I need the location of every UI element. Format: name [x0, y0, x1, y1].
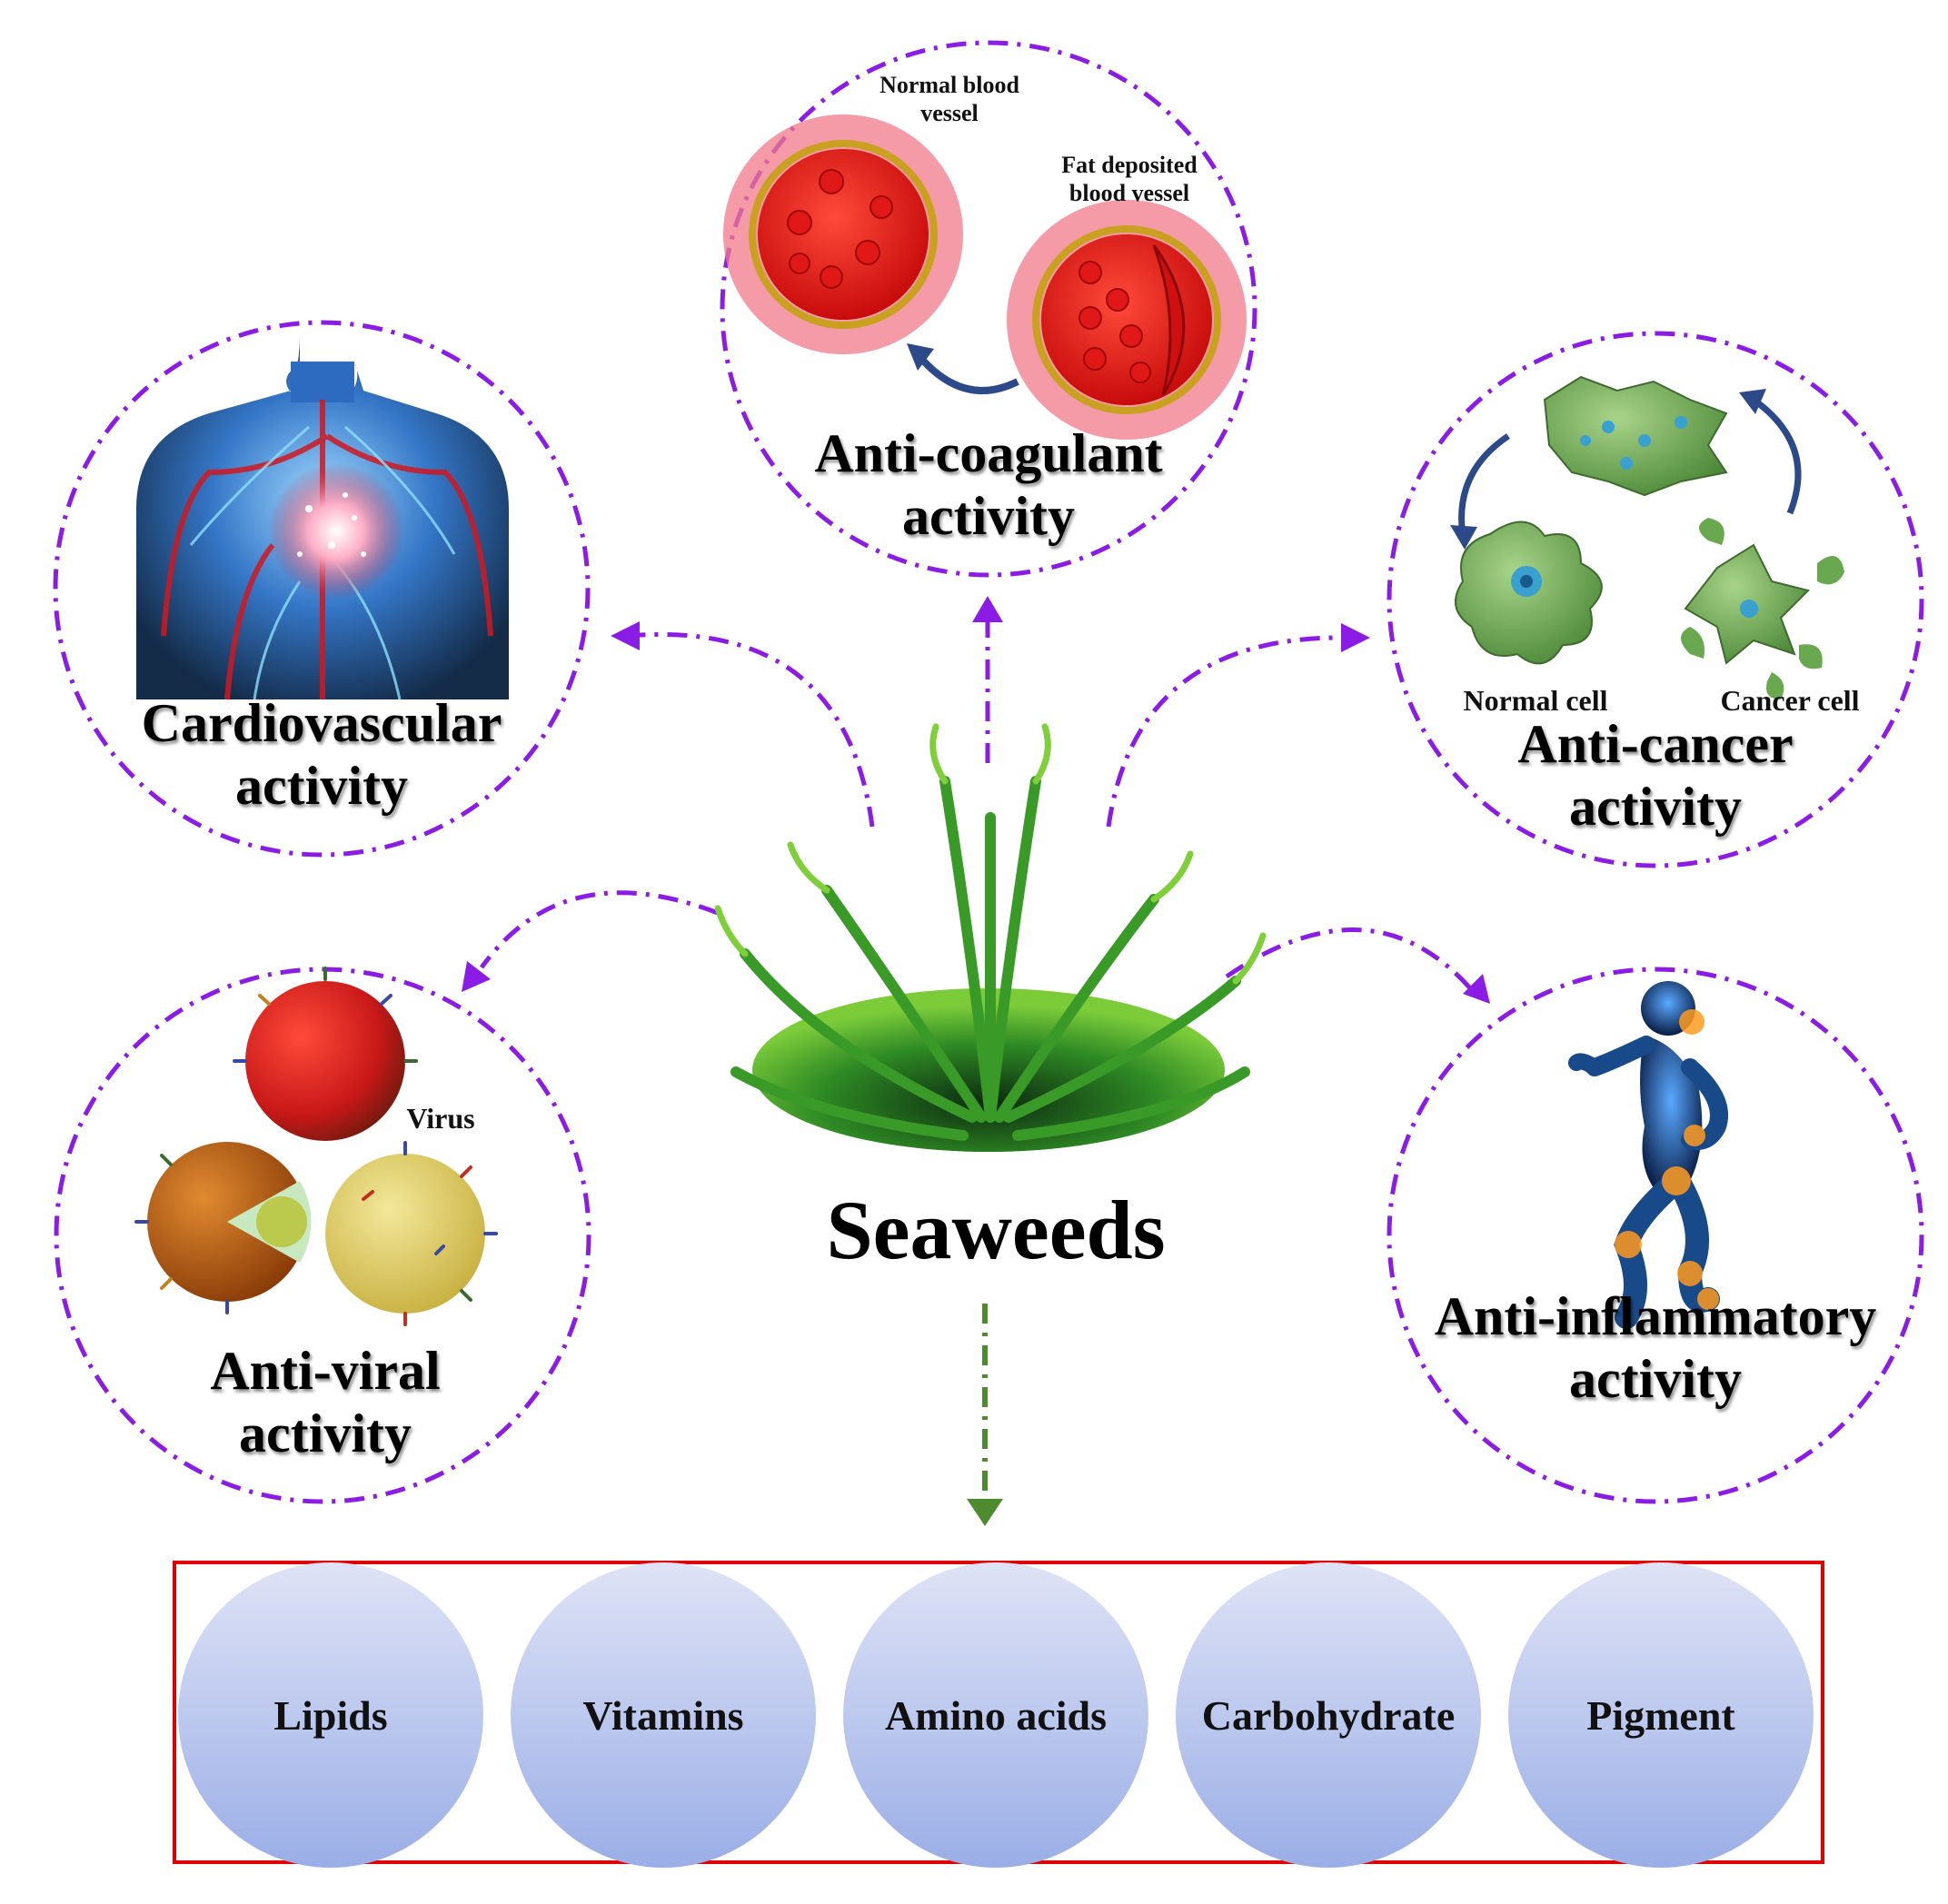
anticoagulant-illustration — [723, 114, 1247, 440]
antiviral-label-line1: Anti-viral — [210, 1341, 441, 1401]
anticoagulant-label: Anti-coagulant activity — [761, 422, 1216, 548]
anticancer-label-line1: Anti-cancer — [1517, 714, 1794, 774]
antiinflammatory-illustration — [1568, 981, 1728, 1329]
fat-deposited-vessel-label: Fat deposited blood vessel — [1061, 152, 1198, 207]
anticoagulant-label-line1: Anti-coagulant — [814, 423, 1163, 483]
cardiovascular-illustration — [136, 336, 509, 700]
antiviral-circle — [54, 967, 591, 1504]
antiinflammatory-label: Anti-inflammatory activity — [1383, 1285, 1928, 1411]
cardiovascular-label-line2: activity — [235, 756, 408, 816]
antiinflammatory-label-line2: activity — [1569, 1349, 1742, 1409]
arrowhead-nutrients — [967, 1499, 1003, 1526]
nutrient-amino-acids: Amino acids — [843, 1562, 1148, 1868]
antiinflammatory-label-line1: Anti-inflammatory — [1434, 1286, 1877, 1346]
cardiovascular-label: Cardiovascular activity — [94, 692, 549, 818]
antiviral-illustration — [134, 967, 498, 1326]
nutrient-label: Vitamins — [582, 1691, 744, 1739]
nutrient-vitamins: Vitamins — [511, 1562, 816, 1868]
antiinflammatory-circle — [1386, 967, 1924, 1504]
antiviral-label-line2: activity — [239, 1403, 412, 1463]
seaweeds-title: Seaweeds — [826, 1184, 1165, 1276]
anticancer-label-line2: activity — [1569, 777, 1742, 837]
nutrient-pigment: Pigment — [1508, 1562, 1814, 1868]
nutrient-label: Pigment — [1586, 1691, 1735, 1739]
arrow-to-anticancer — [1106, 635, 1346, 828]
arrowhead-cardiovascular — [611, 621, 640, 650]
seaweed-illustration — [714, 723, 1267, 1152]
anticancer-label: Anti-cancer activity — [1428, 713, 1883, 838]
anticancer-circle — [1386, 331, 1924, 868]
arrow-to-antiinflammatory — [1225, 927, 1474, 992]
arrowhead-anticoagulant — [972, 596, 1003, 622]
anticoagulant-label-line2: activity — [902, 486, 1075, 546]
arrow-to-cardiovascular — [626, 631, 875, 828]
normal-cell-label: Normal cell — [1463, 684, 1608, 717]
virus-label: Virus — [406, 1102, 475, 1135]
nutrient-carbohydrate: Carbohydrate — [1176, 1562, 1481, 1868]
arrowhead-antiviral — [462, 961, 491, 992]
arrow-to-antiviral — [479, 890, 719, 969]
anticoagulant-circle — [720, 40, 1257, 578]
nutrient-lipids: Lipids — [178, 1562, 483, 1868]
cardiovascular-circle — [53, 320, 591, 858]
cancer-cell-label: Cancer cell — [1720, 684, 1860, 717]
arrowhead-anticancer — [1341, 623, 1370, 652]
anticancer-illustration — [1450, 375, 1844, 699]
nutrient-label: Lipids — [273, 1691, 388, 1739]
nutrient-label: Amino acids — [884, 1691, 1108, 1739]
nutrient-label: Carbohydrate — [1201, 1691, 1456, 1739]
cardiovascular-label-line1: Cardiovascular — [141, 693, 502, 753]
arrowhead-antiinflammatory — [1463, 974, 1490, 1004]
antiviral-label: Anti-viral activity — [98, 1340, 552, 1465]
normal-blood-vessel-label: Normal blood vessel — [880, 72, 1019, 127]
